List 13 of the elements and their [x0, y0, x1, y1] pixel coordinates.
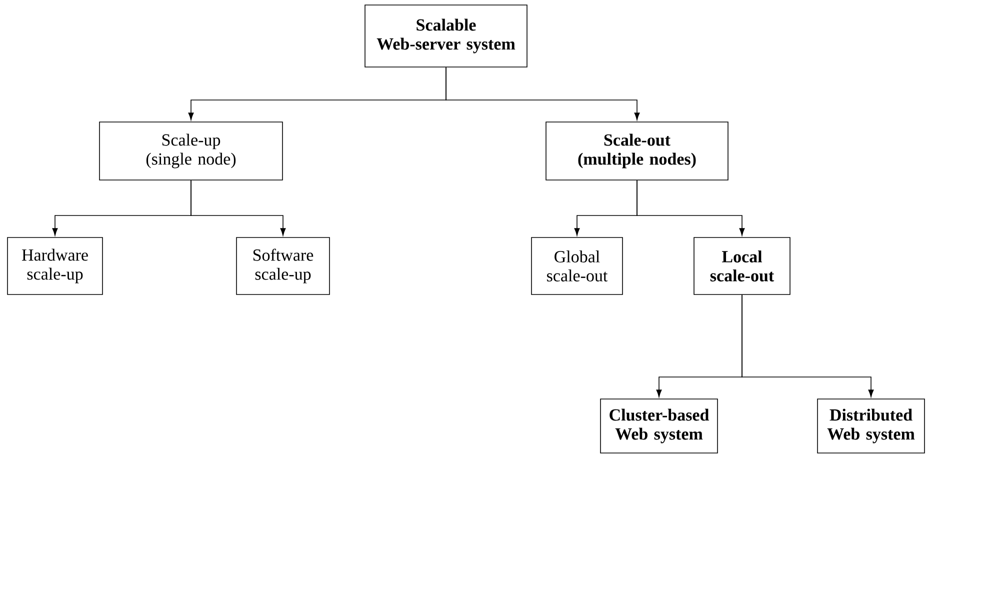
box: Hardware scale-up [7, 237, 103, 295]
box: Global scale-out [531, 237, 623, 295]
arrow [636, 180, 745, 236]
arrow [190, 180, 286, 236]
arrow [446, 67, 640, 120]
box: Scale-up (single node) [99, 122, 283, 180]
box: Cluster-based Web system [600, 398, 718, 454]
box: Scale-out (multiple nodes) [546, 122, 728, 180]
box: Distributed Web system [817, 398, 925, 454]
box: Scalable Web-server system [364, 4, 528, 68]
box: Local scale-out [694, 237, 790, 295]
arrow [742, 294, 874, 398]
box: Software scale-up [236, 237, 330, 295]
